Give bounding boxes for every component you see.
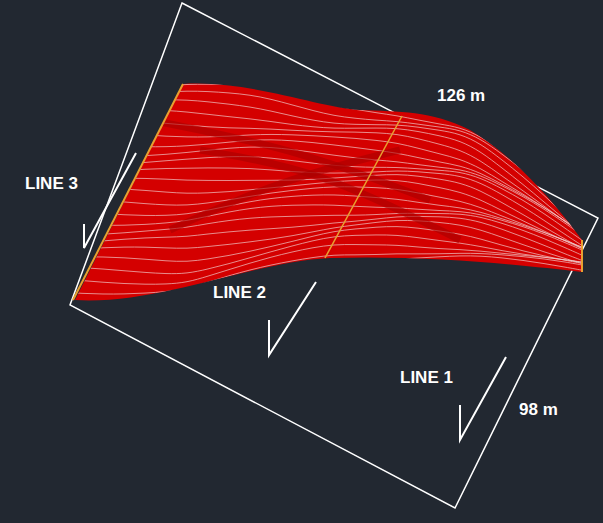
section-line xyxy=(73,84,183,300)
fiber-line xyxy=(40,235,586,274)
fiber-line xyxy=(40,91,586,229)
section-line xyxy=(581,240,583,272)
section-marker xyxy=(269,282,316,355)
dimension-label: 126 m xyxy=(437,86,485,106)
fiber-line xyxy=(40,100,586,234)
fiber-band xyxy=(75,84,582,301)
fiber-strand xyxy=(150,120,430,200)
fiber-line xyxy=(40,245,586,285)
section-marker xyxy=(84,153,136,248)
line-label: LINE 2 xyxy=(213,283,266,303)
fiber-line xyxy=(40,205,586,252)
section-marker xyxy=(460,357,506,440)
section-line xyxy=(325,116,402,258)
fiber-line xyxy=(40,256,586,304)
dimension-label: 98 m xyxy=(519,400,558,420)
fiber-lines xyxy=(40,84,586,304)
line-label: LINE 1 xyxy=(400,368,453,388)
fiber-line xyxy=(40,213,586,257)
section-markers xyxy=(84,153,506,440)
fiber-strand xyxy=(170,150,400,230)
fiber-strand xyxy=(200,150,460,240)
line-label: LINE 3 xyxy=(25,174,78,194)
